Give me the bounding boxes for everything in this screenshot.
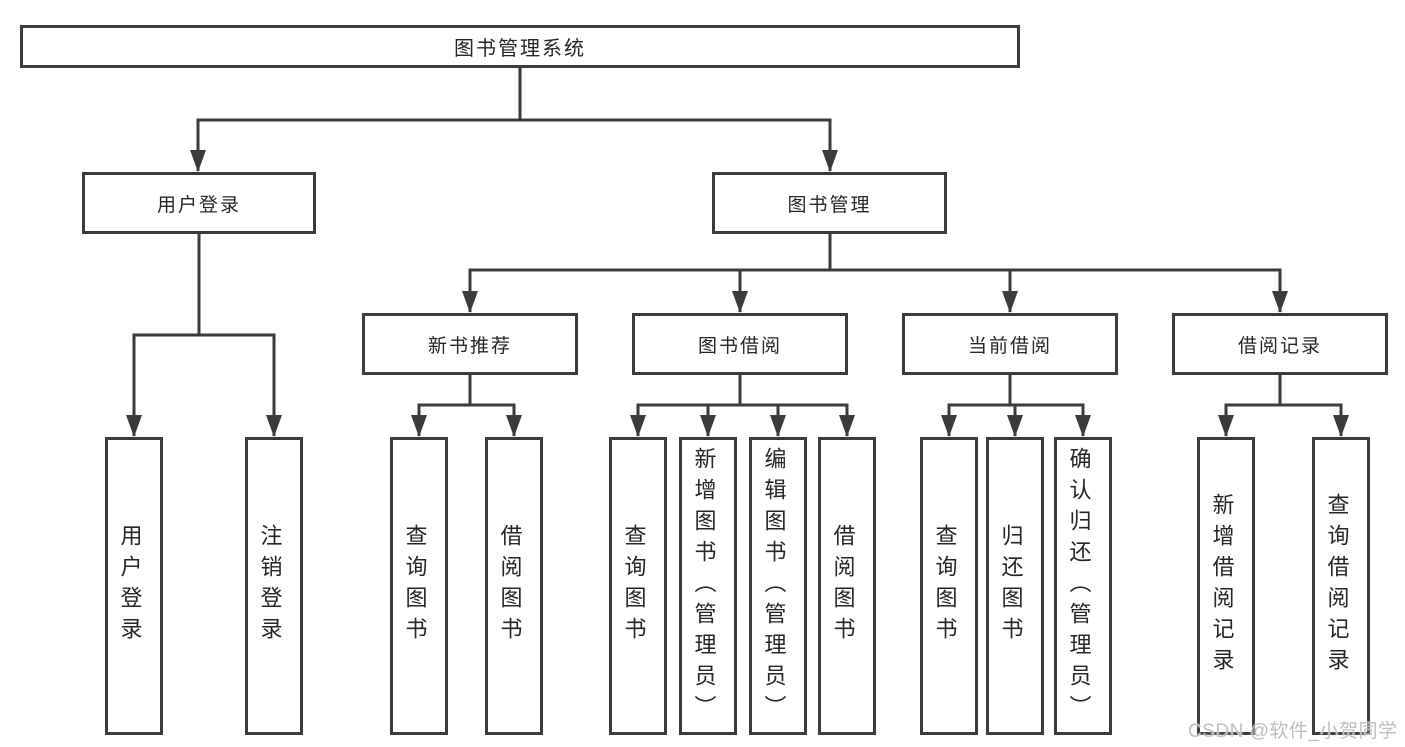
node-query-borrow-record: 查询借阅记录 xyxy=(1312,437,1370,735)
node-query-books-recommend: 查询图书 xyxy=(390,437,448,735)
node-add-books-admin-label: 新增图书（管理员） xyxy=(691,446,717,726)
node-edit-books-admin-label: 编辑图书（管理员） xyxy=(761,446,787,726)
connector-new-books xyxy=(417,375,516,407)
node-query-books-current-label: 查询图书 xyxy=(932,524,958,648)
node-confirm-return-admin: 确认归还（管理员） xyxy=(1054,437,1112,735)
node-add-borrow-record-label: 新增借阅记录 xyxy=(1209,493,1235,679)
node-borrow-books-borrowing: 借阅图书 xyxy=(818,437,876,735)
node-library-system-label: 图书管理系统 xyxy=(454,38,586,60)
node-query-borrow-record-label: 查询借阅记录 xyxy=(1324,493,1350,679)
node-query-books-borrowing-label: 查询图书 xyxy=(621,524,647,648)
node-borrow-books-recommend-label: 借阅图书 xyxy=(497,524,523,648)
connector-user-login xyxy=(132,234,276,337)
node-new-book-recommendation: 新书推荐 xyxy=(362,313,578,375)
node-user-login: 用户登录 xyxy=(82,172,316,234)
connector-borrow-records xyxy=(1224,375,1343,407)
node-query-books-current: 查询图书 xyxy=(920,437,978,735)
node-logout: 注销登录 xyxy=(245,437,303,735)
node-current-borrowing-label: 当前借阅 xyxy=(967,335,1052,357)
node-confirm-return-admin-label: 确认归还（管理员） xyxy=(1066,446,1092,726)
node-user-login-label: 用户登录 xyxy=(156,194,241,216)
connector-book-management xyxy=(468,234,1282,272)
node-book-borrowing: 图书借阅 xyxy=(632,313,848,375)
connector-root xyxy=(196,68,832,122)
node-query-books-recommend-label: 查询图书 xyxy=(402,524,428,648)
node-library-system: 图书管理系统 xyxy=(20,25,1020,68)
connector-book-borrowing xyxy=(636,375,849,407)
node-borrow-books-borrowing-label: 借阅图书 xyxy=(830,524,856,648)
node-borrowing-records: 借阅记录 xyxy=(1172,313,1388,375)
node-current-borrowing: 当前借阅 xyxy=(902,313,1118,375)
node-return-books: 归还图书 xyxy=(986,437,1044,735)
node-user-login-leaf: 用户登录 xyxy=(105,437,163,735)
node-add-borrow-record: 新增借阅记录 xyxy=(1197,437,1255,735)
node-logout-label: 注销登录 xyxy=(257,524,283,648)
node-user-login-leaf-label: 用户登录 xyxy=(117,524,143,648)
csdn-watermark: CSDN @软件_小贺同学 xyxy=(1188,721,1398,742)
node-new-book-recommendation-label: 新书推荐 xyxy=(427,335,512,357)
node-return-books-label: 归还图书 xyxy=(998,524,1024,648)
node-book-management: 图书管理 xyxy=(712,172,947,234)
node-book-borrowing-label: 图书借阅 xyxy=(697,335,782,357)
node-edit-books-admin: 编辑图书（管理员） xyxy=(749,437,807,735)
node-add-books-admin: 新增图书（管理员） xyxy=(679,437,737,735)
node-borrow-books-recommend: 借阅图书 xyxy=(485,437,543,735)
connector-current-borrowing xyxy=(947,375,1085,407)
node-borrowing-records-label: 借阅记录 xyxy=(1237,335,1322,357)
node-book-management-label: 图书管理 xyxy=(787,194,872,216)
node-query-books-borrowing: 查询图书 xyxy=(609,437,667,735)
